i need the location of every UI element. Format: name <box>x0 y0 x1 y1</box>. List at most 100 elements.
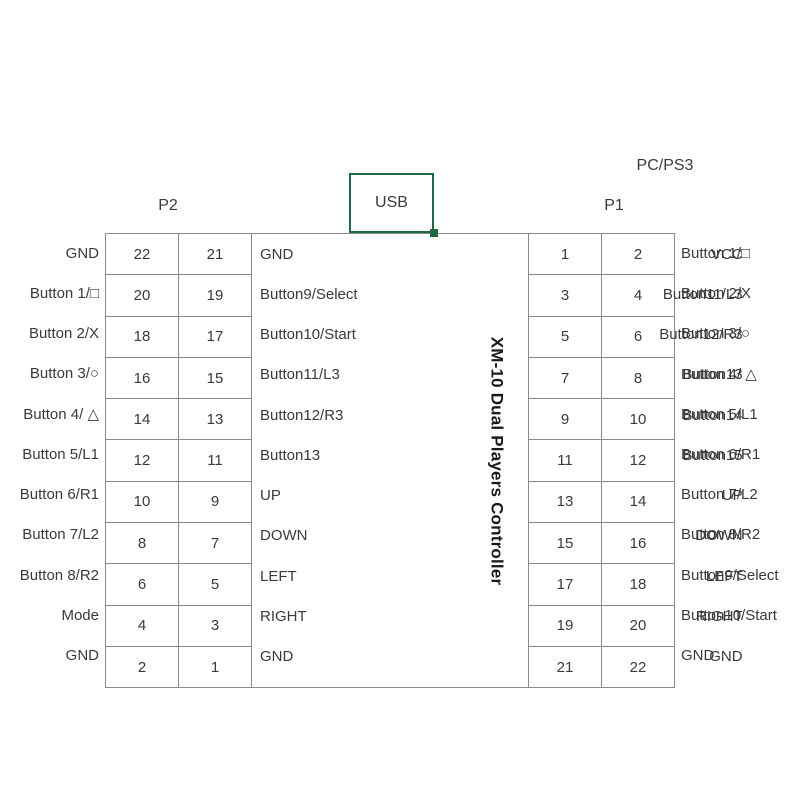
pin-number-cell: 2 <box>105 645 179 689</box>
list-item: GND <box>681 647 715 665</box>
list-item: LEFT <box>705 567 743 585</box>
list-item: LEFT <box>260 567 297 585</box>
usb-anchor-marker <box>430 229 438 237</box>
list-item: Button15 <box>682 446 743 464</box>
list-item: Button 3/○ <box>681 325 751 343</box>
list-item: Button 3/○ <box>29 365 99 383</box>
list-item: Button11/L3 <box>260 366 340 384</box>
list-item: Button 5/L1 <box>22 445 99 463</box>
pin-number-cell: 5 <box>178 563 252 606</box>
pin-number-cell: 18 <box>601 563 675 606</box>
list-item: Button 7/L2 <box>22 526 99 544</box>
table-row: 8 7 15 16 <box>105 522 675 565</box>
pin-number-cell: 5 <box>528 315 602 358</box>
pinout-table: 22 21 GND Button9/Select Button10/Start … <box>105 232 743 689</box>
controller-body-cell: GND Button9/Select Button10/Start Button… <box>251 232 743 689</box>
list-item: DOWN <box>695 527 743 545</box>
list-item: Button10/Start <box>260 326 356 344</box>
list-item: GND <box>709 648 743 666</box>
list-item: RIGHT <box>695 608 743 626</box>
pin-number-cell: 4 <box>601 274 675 317</box>
table-row: 14 13 9 10 <box>105 398 675 441</box>
host-label-pc-ps3: PC/PS3 <box>636 157 694 174</box>
list-item: Button9/Select <box>260 285 358 303</box>
list-item: Mode <box>61 607 99 625</box>
usb-connector-box: USB <box>349 173 434 233</box>
list-item: Button 8/R2 <box>19 566 99 584</box>
pin-number-cell: 8 <box>105 522 179 565</box>
table-row: 22 21 GND Button9/Select Button10/Start … <box>105 232 743 689</box>
list-item: Button12/R3 <box>659 326 743 344</box>
table-row: 12 11 11 12 <box>105 439 675 482</box>
list-item: Button 4/ △ <box>681 365 757 383</box>
list-item: GND <box>260 648 294 666</box>
pin-number-cell: 3 <box>528 274 602 317</box>
pin-number-cell: 10 <box>601 398 675 441</box>
pin-number-cell: 3 <box>178 604 252 647</box>
product-title-container: XM-10 Dual Players Controller <box>372 234 621 687</box>
list-item: Button 6/R1 <box>681 445 761 463</box>
pin-number-cell: 16 <box>105 356 179 400</box>
pin-number-cell: 7 <box>178 522 252 565</box>
pin-number-cell: 1 <box>178 645 252 689</box>
pin-number-cell: 1 <box>528 232 602 276</box>
list-item: Button 1/□ <box>29 284 99 302</box>
pin-number-cell: 10 <box>105 480 179 524</box>
list-item: Button 5/L1 <box>681 405 758 423</box>
list-item: GND <box>65 647 99 665</box>
pin-number-cell: 16 <box>601 522 675 565</box>
list-item: RIGHT <box>260 608 307 626</box>
pin-number-cell: 13 <box>528 480 602 524</box>
pin-number-cell: 13 <box>178 398 252 441</box>
pin-number-cell: 14 <box>601 480 675 524</box>
list-item: UP <box>721 487 743 505</box>
list-item: Button 7/L2 <box>681 486 758 504</box>
port-label-p2: P2 <box>158 197 178 214</box>
list-item: Button9/Select <box>681 566 779 584</box>
list-item: Button11/L3 <box>662 285 743 303</box>
pin-number-cell: 8 <box>601 356 675 400</box>
list-item: VCC <box>710 245 743 263</box>
pin-number-cell: 12 <box>105 439 179 482</box>
table-row: 4 3 19 20 <box>105 604 675 647</box>
list-item: GND <box>65 244 99 262</box>
p2-inner-label-column: GND Button9/Select Button10/Start Button… <box>252 234 372 687</box>
pin-number-cell: 6 <box>601 315 675 358</box>
p1-inner-label-column: VCC Button11/L3 Button12/R3 Button13 But… <box>621 234 751 687</box>
pin-number-cell: 22 <box>601 645 675 689</box>
pin-number-cell: 20 <box>105 274 179 317</box>
pin-number-cell: 12 <box>601 439 675 482</box>
list-item: Button13 <box>682 366 743 384</box>
list-item: Button 8/R2 <box>681 526 761 544</box>
pin-number-cell: 17 <box>178 315 252 358</box>
table-row: 18 17 5 6 <box>105 315 675 358</box>
p2-outer-label-column: GND Button 1/□ Button 2/X Button 3/○ But… <box>0 233 99 676</box>
pin-number-cell: 14 <box>105 398 179 441</box>
pin-number-cell: 19 <box>178 274 252 317</box>
pin-number-cell: 21 <box>528 645 602 689</box>
list-item: GND <box>260 245 294 263</box>
list-item: Button 6/R1 <box>19 486 99 504</box>
list-item: Button10/Start <box>681 607 777 625</box>
pin-number-cell: 22 <box>105 232 179 276</box>
pin-number-cell: 21 <box>178 232 252 276</box>
list-item: Button 2/X <box>28 325 99 343</box>
pin-number-cell: 9 <box>178 480 252 524</box>
list-item: Button12/R3 <box>260 406 344 424</box>
table-row: 20 19 3 4 <box>105 274 675 317</box>
p1-outer-label-column: Button 1/□ Button 2/X Button 3/○ Button … <box>681 233 800 676</box>
pin-number-cell: 15 <box>178 356 252 400</box>
page-title: XM-10 Dual Players Controller <box>487 336 507 585</box>
pin-number-cell: 11 <box>528 439 602 482</box>
list-item: Button13 <box>260 446 321 464</box>
list-item: Button 4/ △ <box>23 406 99 424</box>
list-item: DOWN <box>260 527 308 545</box>
pin-number-cell: 6 <box>105 563 179 606</box>
pin-number-cell: 4 <box>105 604 179 647</box>
list-item: Button14 <box>682 406 743 424</box>
list-item: Button 1/□ <box>681 244 751 262</box>
list-item: Button 2/X <box>681 284 752 302</box>
port-label-p1: P1 <box>604 197 624 214</box>
pin-number-cell: 2 <box>601 232 675 276</box>
pin-number-cell: 18 <box>105 315 179 358</box>
